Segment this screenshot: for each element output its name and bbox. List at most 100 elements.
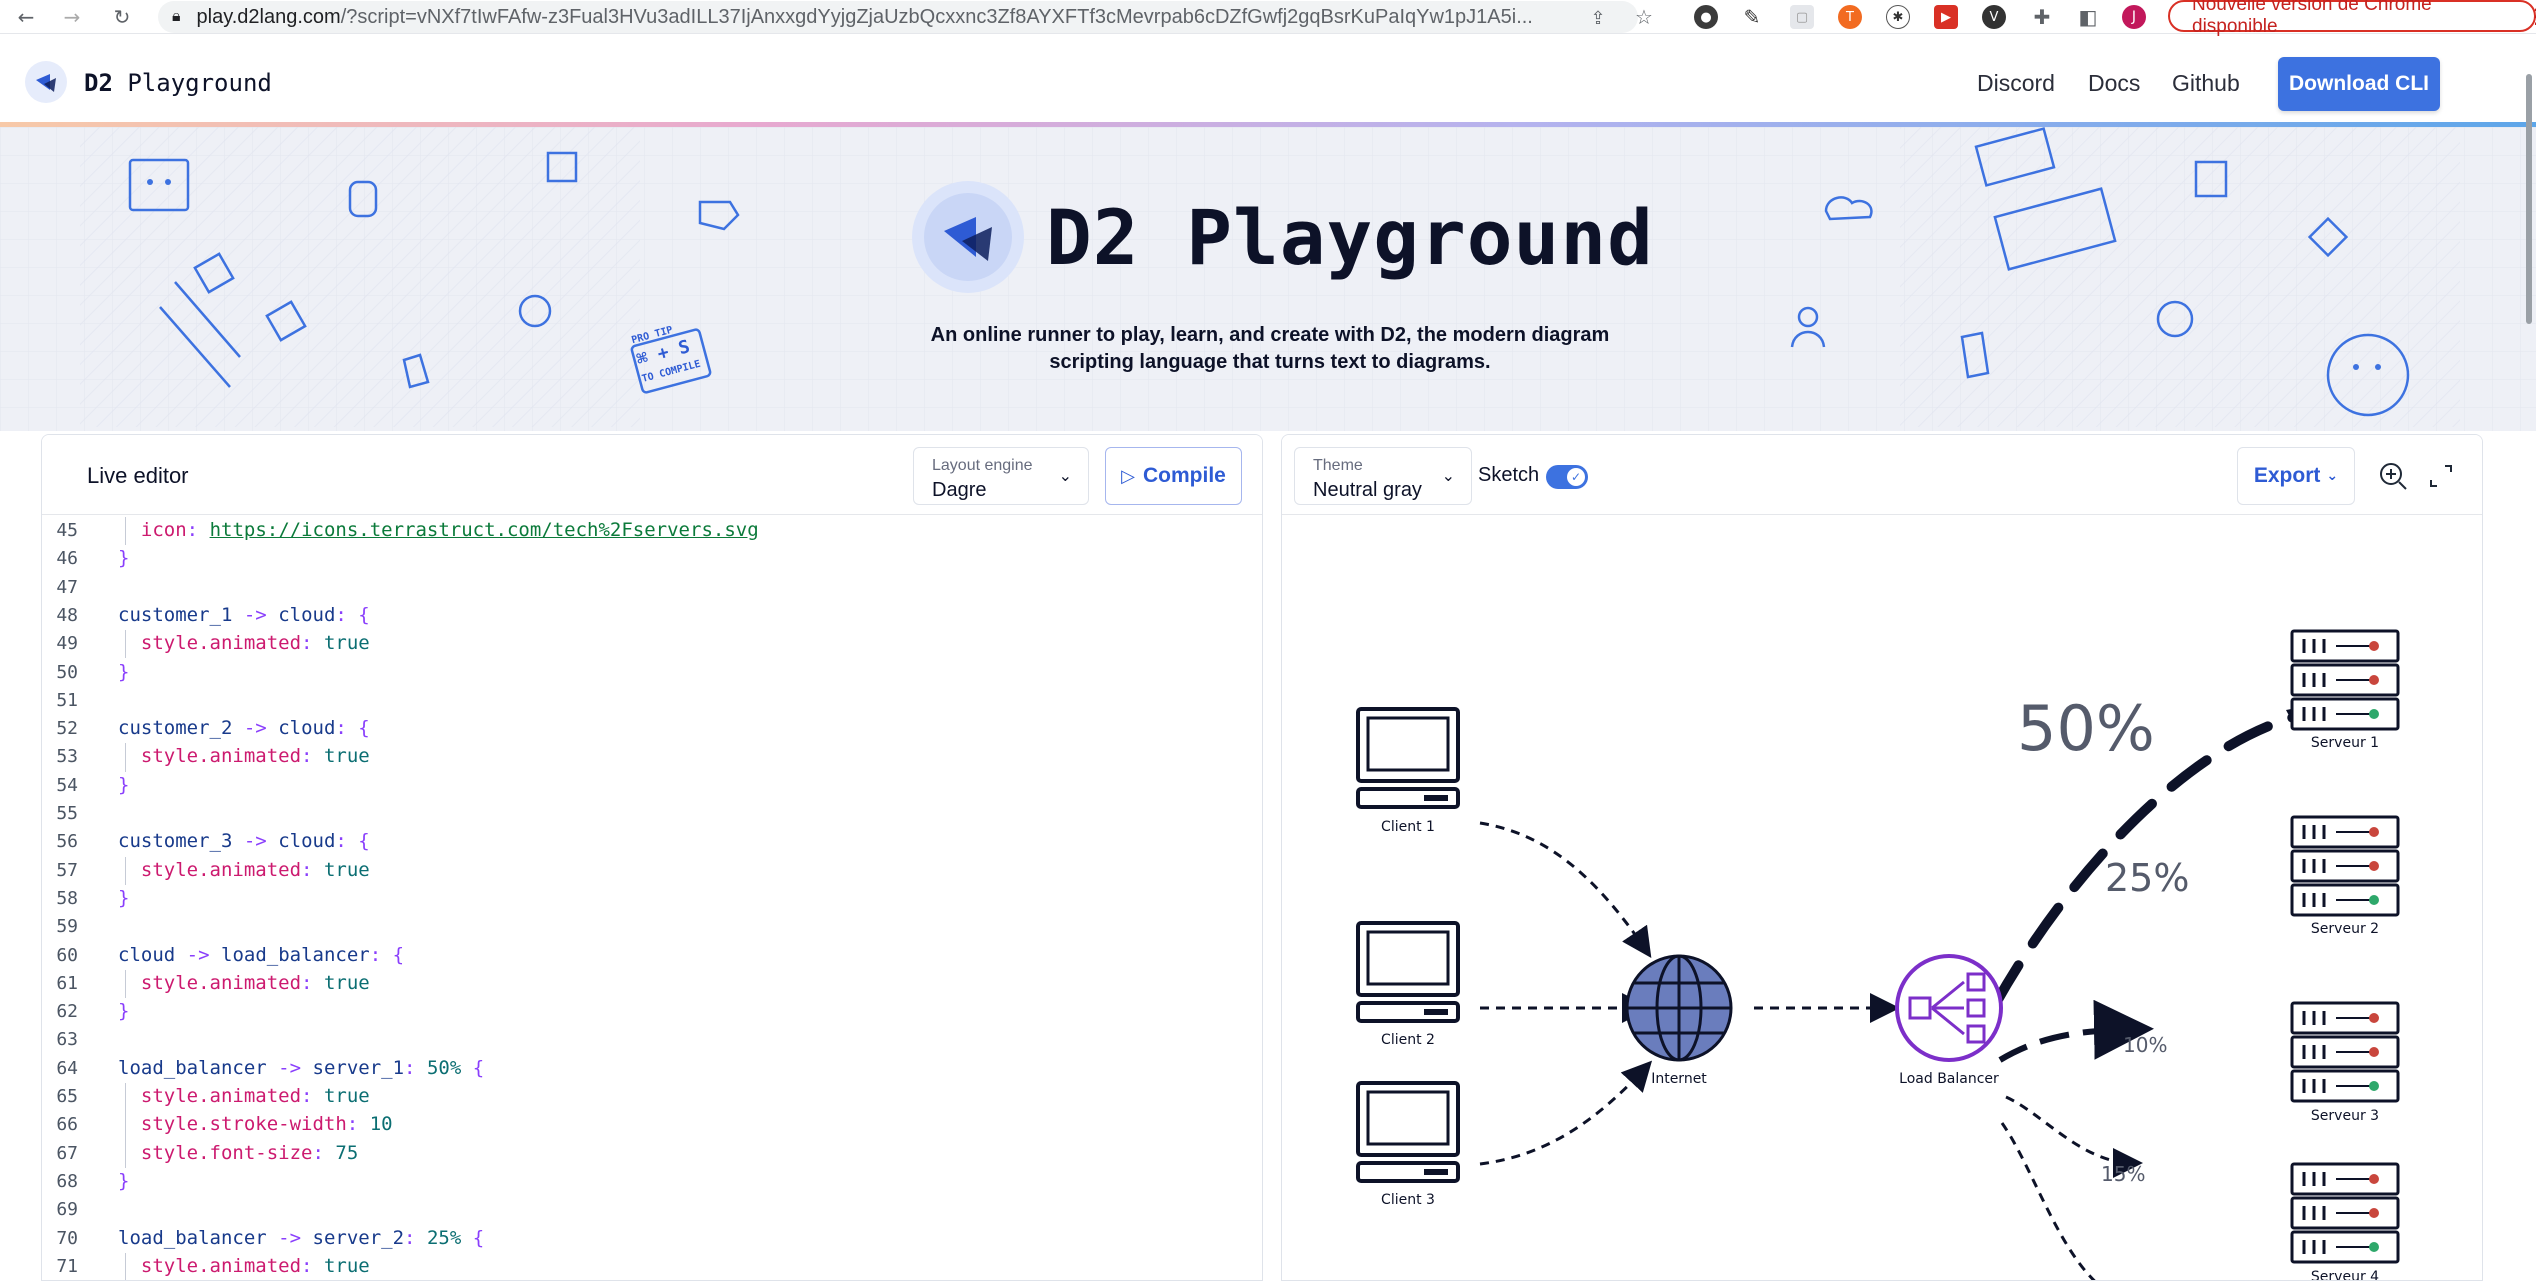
code-line[interactable]: 61 style.animated: true <box>42 970 1262 998</box>
zoom-in-icon[interactable] <box>2376 459 2410 493</box>
brand-name[interactable]: D2 Playground <box>84 69 272 97</box>
code-editor[interactable]: 45 icon: https://icons.terrastruct.com/t… <box>42 515 1262 1280</box>
edge-lb-server1 <box>1991 710 2307 1008</box>
node-s1-label: Serveur 1 <box>2311 735 2379 751</box>
code-line[interactable]: 53 style.animated: true <box>42 743 1262 771</box>
brand-rest: Playground <box>112 69 272 97</box>
node-s3-label: Serveur 3 <box>2311 1108 2379 1124</box>
page-scrollbar[interactable] <box>2526 74 2532 324</box>
line-number: 56 <box>56 831 78 853</box>
extension-icon[interactable]: ● <box>1694 5 1718 29</box>
nav-github-link[interactable]: Github <box>2172 70 2240 96</box>
editor-title: Live editor <box>87 463 189 488</box>
forward-icon[interactable]: → <box>63 5 81 29</box>
code-line[interactable]: 54} <box>42 772 1262 800</box>
diagram-canvas[interactable]: 50% 25% 10% 15% Client 1 Client 2 Client… <box>1282 515 2483 1281</box>
laptop-icon <box>1356 921 1460 1023</box>
chrome-update-badge[interactable]: Nouvelle version de Chrome disponible <box>2168 0 2536 37</box>
extension-icon[interactable]: T <box>1838 5 1862 29</box>
code-line[interactable]: 62} <box>42 998 1262 1026</box>
compile-label: Compile <box>1143 464 1226 487</box>
indent-guide <box>125 969 126 999</box>
code-text: } <box>118 886 130 909</box>
code-line[interactable]: 49 style.animated: true <box>42 630 1262 658</box>
extension-icon[interactable]: ✱ <box>1886 5 1910 29</box>
address-bar[interactable]: 🔒︎ play.d2lang.com/?script=vNXf7tIwFAfw-… <box>158 1 1638 33</box>
edge-client1-internet <box>1479 821 1652 958</box>
code-line[interactable]: 68} <box>42 1168 1262 1196</box>
code-line[interactable]: 65 style.animated: true <box>42 1083 1262 1111</box>
code-line[interactable]: 58} <box>42 885 1262 913</box>
code-line[interactable]: 59 <box>42 913 1262 941</box>
key-s: S <box>676 336 693 360</box>
check-icon: ✓ <box>1567 468 1585 486</box>
code-line[interactable]: 51 <box>42 687 1262 715</box>
line-number: 50 <box>56 661 78 683</box>
layout-engine-select[interactable]: Layout engine Dagre ⌄ <box>913 447 1089 505</box>
line-number: 59 <box>56 916 78 938</box>
d2-logo-icon[interactable] <box>24 60 68 104</box>
bookmark-star-icon[interactable]: ☆ <box>1635 5 1653 29</box>
code-line[interactable]: 67 style.font-size: 75 <box>42 1140 1262 1168</box>
line-number: 54 <box>56 774 78 796</box>
edge-label-50: 50% <box>2017 692 2155 765</box>
code-text: style.animated: true <box>140 632 370 655</box>
laptop-icon <box>1356 707 1460 809</box>
code-line[interactable]: 71 style.animated: true <box>42 1253 1262 1280</box>
profile-avatar[interactable]: J <box>2122 5 2146 29</box>
extension-icon[interactable]: V <box>1982 5 2006 29</box>
code-text: customer_3 -> cloud: { <box>118 830 370 853</box>
live-editor-panel: Live editor Layout engine Dagre ⌄ ▷ Comp… <box>41 434 1263 1281</box>
code-line[interactable]: 66 style.stroke-width: 10 <box>42 1111 1262 1139</box>
code-line[interactable]: 56 customer_3 -> cloud: { <box>42 828 1262 856</box>
indent-guide <box>125 1083 126 1112</box>
download-cli-button[interactable]: Download CLI <box>2278 57 2440 111</box>
line-number: 46 <box>56 548 78 570</box>
back-icon[interactable]: ← <box>17 5 35 29</box>
nav-docs-link[interactable]: Docs <box>2088 70 2141 96</box>
extension-icon[interactable]: ▢ <box>1790 5 1814 29</box>
compile-button[interactable]: ▷ Compile <box>1105 447 1242 505</box>
code-line[interactable]: 69 <box>42 1196 1262 1224</box>
fullscreen-icon[interactable] <box>2424 459 2458 493</box>
lock-icon: 🔒︎ <box>172 8 181 25</box>
eyedropper-icon[interactable]: ✎ <box>1740 5 1764 29</box>
code-line[interactable]: 63 <box>42 1026 1262 1054</box>
code-line[interactable]: 55 <box>42 800 1262 828</box>
indent-guide <box>125 1111 126 1140</box>
code-line[interactable]: 47 <box>42 574 1262 602</box>
url-path: /?script=vNXf7tIwFAfw-z3Fual3HVu3adILL37… <box>340 5 1533 28</box>
edge-label-15: 15% <box>2101 1162 2145 1186</box>
kebab-menu-icon[interactable]: ⋮ <box>2526 4 2536 28</box>
node-s2-label: Serveur 2 <box>2311 921 2379 937</box>
hero-banner: PRO TIP ⌘ + S TO COMPILE D2 Playground A… <box>0 127 2536 431</box>
chevron-down-icon: ⌄ <box>2326 468 2339 484</box>
indent-guide <box>125 1252 126 1280</box>
export-button[interactable]: Export ⌄ <box>2237 447 2355 505</box>
theme-select[interactable]: Theme Neutral gray ⌄ <box>1294 447 1472 505</box>
url-host: play.d2lang.com <box>196 5 341 28</box>
node-client1-label: Client 1 <box>1381 819 1435 835</box>
sidepanel-icon[interactable]: ◧ <box>2076 5 2100 29</box>
sketch-toggle[interactable]: ✓ <box>1546 465 1588 489</box>
code-text: load_balancer -> server_1: 50% { <box>118 1056 485 1079</box>
line-number: 71 <box>56 1255 78 1277</box>
line-number: 48 <box>56 604 78 626</box>
code-text: style.stroke-width: 10 <box>140 1113 393 1136</box>
code-text: style.font-size: 75 <box>140 1141 359 1164</box>
code-line[interactable]: 50} <box>42 659 1262 687</box>
reload-icon[interactable]: ↻ <box>113 5 131 29</box>
d2-diagram[interactable]: 50% 25% 10% 15% Client 1 Client 2 Client… <box>1282 515 2483 1281</box>
puzzle-icon[interactable]: ✚ <box>2030 5 2054 29</box>
extension-icon[interactable]: ▶ <box>1934 5 1958 29</box>
code-line[interactable]: 46} <box>42 545 1262 573</box>
nav-discord-link[interactable]: Discord <box>1977 70 2055 96</box>
share-icon[interactable]: ⇪ <box>1590 7 1606 29</box>
code-line[interactable]: 45 icon: https://icons.terrastruct.com/t… <box>42 517 1262 545</box>
code-line[interactable]: 57 style.animated: true <box>42 857 1262 885</box>
